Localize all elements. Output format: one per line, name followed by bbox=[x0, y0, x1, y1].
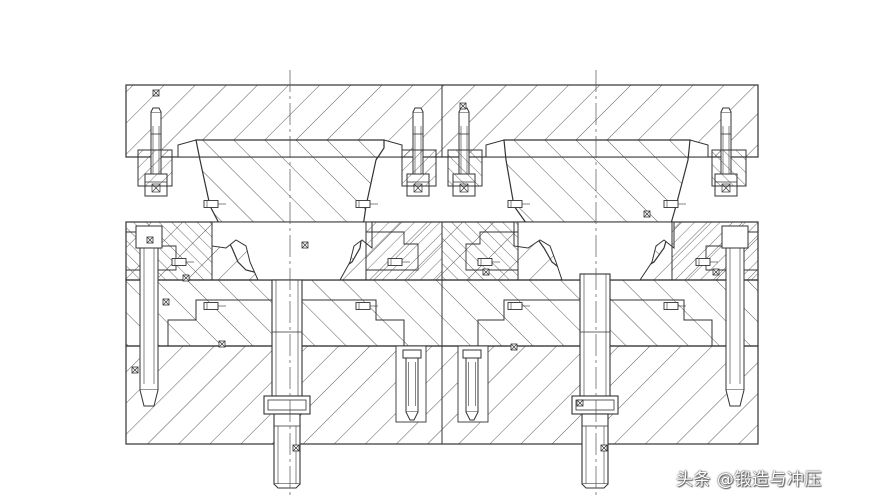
cross-mark-icon bbox=[482, 268, 490, 276]
ejector-pin-icon bbox=[402, 349, 422, 421]
cross-mark-icon bbox=[301, 241, 309, 249]
cross-mark-icon bbox=[292, 444, 300, 452]
guide-pins-lower bbox=[135, 225, 749, 421]
cross-mark-icon bbox=[459, 102, 467, 110]
upper-bolts bbox=[137, 107, 747, 197]
ejector-rod-left bbox=[263, 279, 311, 489]
cross-mark-icon bbox=[162, 298, 170, 306]
cross-mark-icon bbox=[510, 343, 518, 351]
ejector-pin-icon bbox=[462, 349, 482, 421]
cross-mark-icon bbox=[218, 340, 226, 348]
base-plate bbox=[125, 345, 759, 445]
lower-punch-holder bbox=[125, 279, 759, 347]
cross-mark-icon bbox=[182, 274, 190, 282]
cross-mark-icon bbox=[643, 210, 651, 218]
watermark-text: 头条 @锻造与冲压 bbox=[676, 470, 822, 490]
cross-mark-icon bbox=[576, 399, 584, 407]
cross-mark-icon bbox=[146, 236, 154, 244]
die-plate bbox=[125, 221, 759, 281]
cross-mark-icon bbox=[600, 444, 608, 452]
centerlines bbox=[289, 70, 597, 497]
cross-mark-icon bbox=[131, 366, 139, 374]
cross-mark-icon bbox=[712, 268, 720, 276]
cross-mark-icon bbox=[152, 89, 160, 97]
